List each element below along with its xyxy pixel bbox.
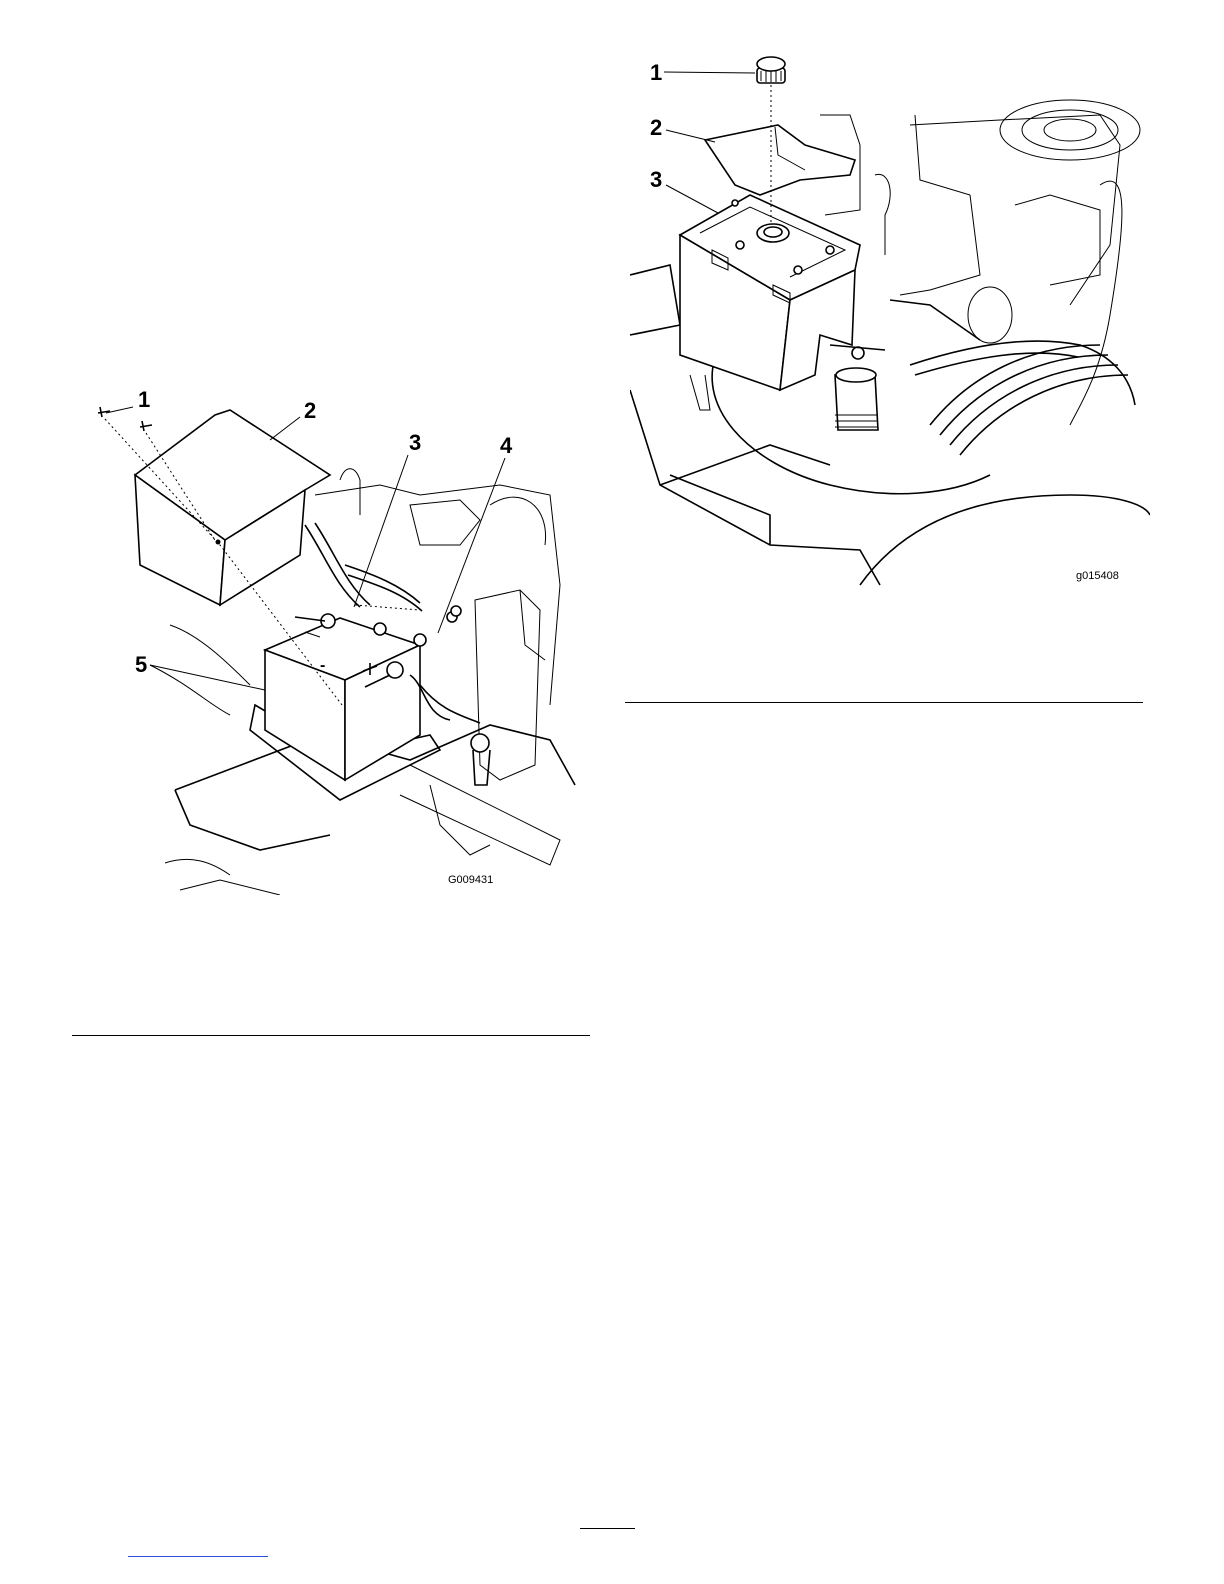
callout-3: 3 [409,430,421,455]
callout-3: 3 [650,167,662,192]
callout-2: 2 [304,398,316,423]
battery-figure: - 1 2 3 4 5 G009431 [80,385,580,895]
page-footer-rule [580,1528,635,1529]
callout-4: 4 [500,433,513,458]
image-code: g015408 [1076,570,1119,582]
image-code: G009431 [448,874,493,886]
callout-1: 1 [650,60,662,85]
callout-5: 5 [135,652,147,677]
section-divider-right [625,702,1143,703]
svg-text:-: - [320,657,325,674]
section-divider-left [72,1035,590,1036]
footer-link-underline[interactable] [128,1556,268,1557]
callout-2: 2 [650,115,662,140]
callout-1: 1 [138,387,150,412]
tank-figure: 1 2 3 g015408 [630,45,1150,590]
